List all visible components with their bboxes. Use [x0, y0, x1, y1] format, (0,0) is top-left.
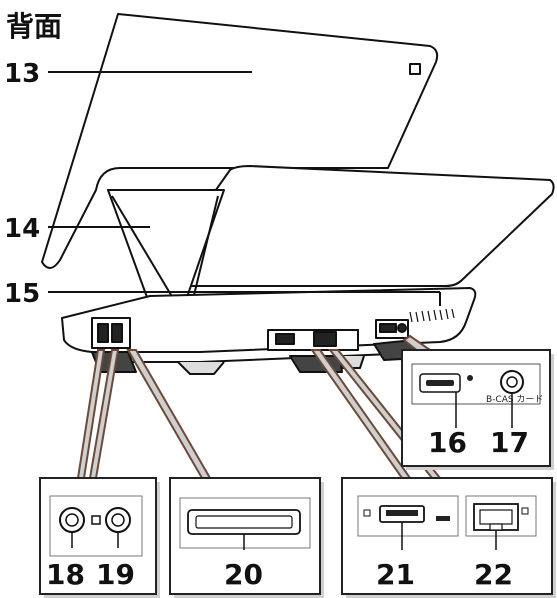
- base-body: [61, 287, 477, 353]
- detail-panel-16-17: B-CAS カード 16 17: [401, 349, 554, 470]
- callout-18: 18: [46, 558, 85, 591]
- callout-leaders-left: [48, 71, 441, 306]
- detail-panel-18-19: 18 19: [39, 477, 160, 598]
- callout-14: 14: [4, 214, 40, 244]
- front-lid: [147, 165, 555, 287]
- callout-22: 22: [474, 558, 513, 591]
- callout-21: 21: [376, 558, 415, 591]
- vent-grille: [409, 308, 455, 323]
- callout-16: 16: [428, 426, 467, 459]
- b-cas-card-label: B-CAS カード: [486, 394, 543, 405]
- page-title: 背面: [6, 10, 62, 43]
- detail-panel-21-22: 21 22: [341, 477, 556, 598]
- callout-17: 17: [490, 426, 529, 459]
- callout-19: 19: [96, 558, 135, 591]
- callout-20: 20: [224, 558, 263, 591]
- card-slot-button: [467, 375, 473, 381]
- callout-15: 15: [4, 279, 40, 309]
- rear-lid: [41, 13, 439, 269]
- callout-13: 13: [4, 59, 40, 89]
- laptop-illustration: [41, 13, 555, 375]
- lid-logo-icon: [409, 63, 421, 75]
- detail-panel-20: 20: [169, 477, 324, 598]
